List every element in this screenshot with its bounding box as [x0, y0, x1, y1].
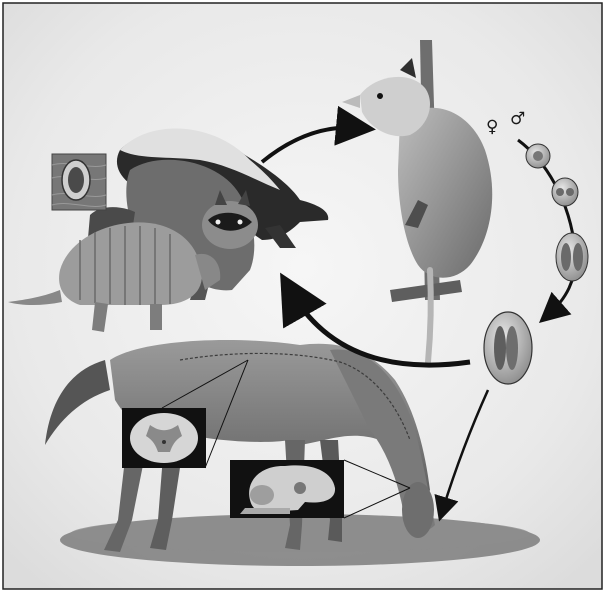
unsporulated-oocyst-core — [533, 151, 543, 161]
opossum-eye — [377, 93, 383, 99]
opossum-tail — [428, 270, 431, 362]
sporoblast-1 — [556, 188, 564, 196]
raccoon-eye-right — [238, 220, 243, 225]
male-symbol: ♂ — [510, 109, 525, 129]
raccoon-eye-left — [216, 220, 221, 225]
spinal-canal — [162, 440, 166, 444]
sarcocyst-core — [68, 167, 84, 193]
sporozoite-1 — [494, 326, 506, 370]
sporocyst-left — [561, 243, 571, 271]
female-symbol: ♀ — [486, 117, 498, 137]
horse-head — [402, 482, 434, 538]
sporozoite-2 — [506, 326, 518, 370]
brainstem — [240, 508, 290, 514]
sporulated-oocyst — [556, 233, 588, 281]
muscle-cyst-inset — [52, 154, 106, 210]
sporocyst-right — [573, 243, 583, 271]
ventricle — [294, 482, 306, 494]
sporoblast-2 — [566, 188, 574, 196]
sporulating-oocyst — [552, 178, 578, 206]
cerebellum — [250, 485, 274, 505]
